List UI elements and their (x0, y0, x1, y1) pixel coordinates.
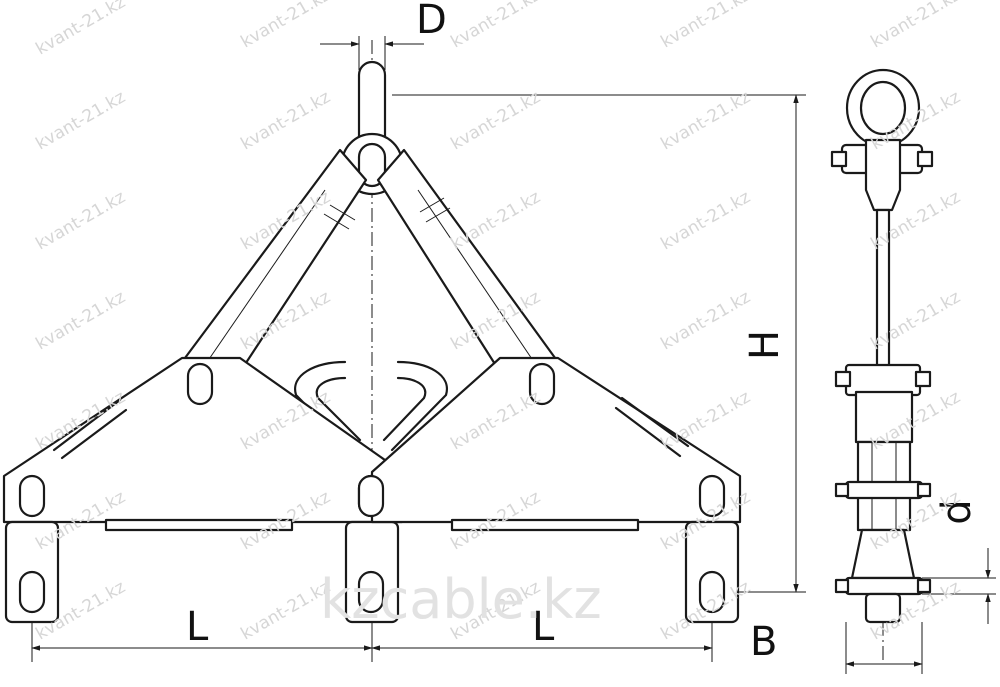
right-plate (357, 356, 742, 624)
dimension-lines (31, 36, 996, 674)
svg-text:kvant-21.kz: kvant-21.kz (33, 187, 129, 254)
svg-text:kvant-21.kz: kvant-21.kz (658, 0, 754, 52)
svg-text:kvant-21.kz: kvant-21.kz (238, 0, 334, 52)
left-hook (294, 360, 362, 452)
svg-text:kvant-21.kz: kvant-21.kz (448, 187, 544, 254)
dimension-d-label: d (934, 499, 980, 524)
svg-text:kvant-21.kz: kvant-21.kz (448, 87, 544, 154)
dimension-L-left-label: L (186, 604, 209, 650)
dimension-L-right-label: L (532, 604, 555, 650)
left-plate (2, 356, 404, 624)
front-view (2, 40, 742, 660)
svg-text:kvant-21.kz: kvant-21.kz (658, 187, 754, 254)
watermark-group: kvant-21.kz kvant-21.kz kvant-21.kz kvan… (33, 0, 964, 644)
svg-text:kvant-21.kz: kvant-21.kz (33, 87, 129, 154)
svg-text:kvant-21.kz: kvant-21.kz (33, 0, 129, 59)
svg-text:kvant-21.kz: kvant-21.kz (33, 287, 129, 354)
dimension-B-label: B (750, 619, 777, 665)
side-view (830, 68, 934, 660)
watermark-large: kzcable.kz (320, 568, 602, 631)
right-hook (382, 360, 449, 452)
svg-text:kvant-21.kz: kvant-21.kz (658, 287, 754, 354)
dimension-H-label: H (742, 330, 788, 360)
svg-text:kvant-21.kz: kvant-21.kz (238, 87, 334, 154)
dimension-D-label: D (416, 0, 447, 43)
svg-text:kvant-21.kz: kvant-21.kz (868, 0, 964, 52)
svg-text:kvant-21.kz: kvant-21.kz (658, 387, 754, 454)
svg-text:kvant-21.kz: kvant-21.kz (448, 0, 544, 52)
svg-text:kvant-21.kz: kvant-21.kz (658, 87, 754, 154)
